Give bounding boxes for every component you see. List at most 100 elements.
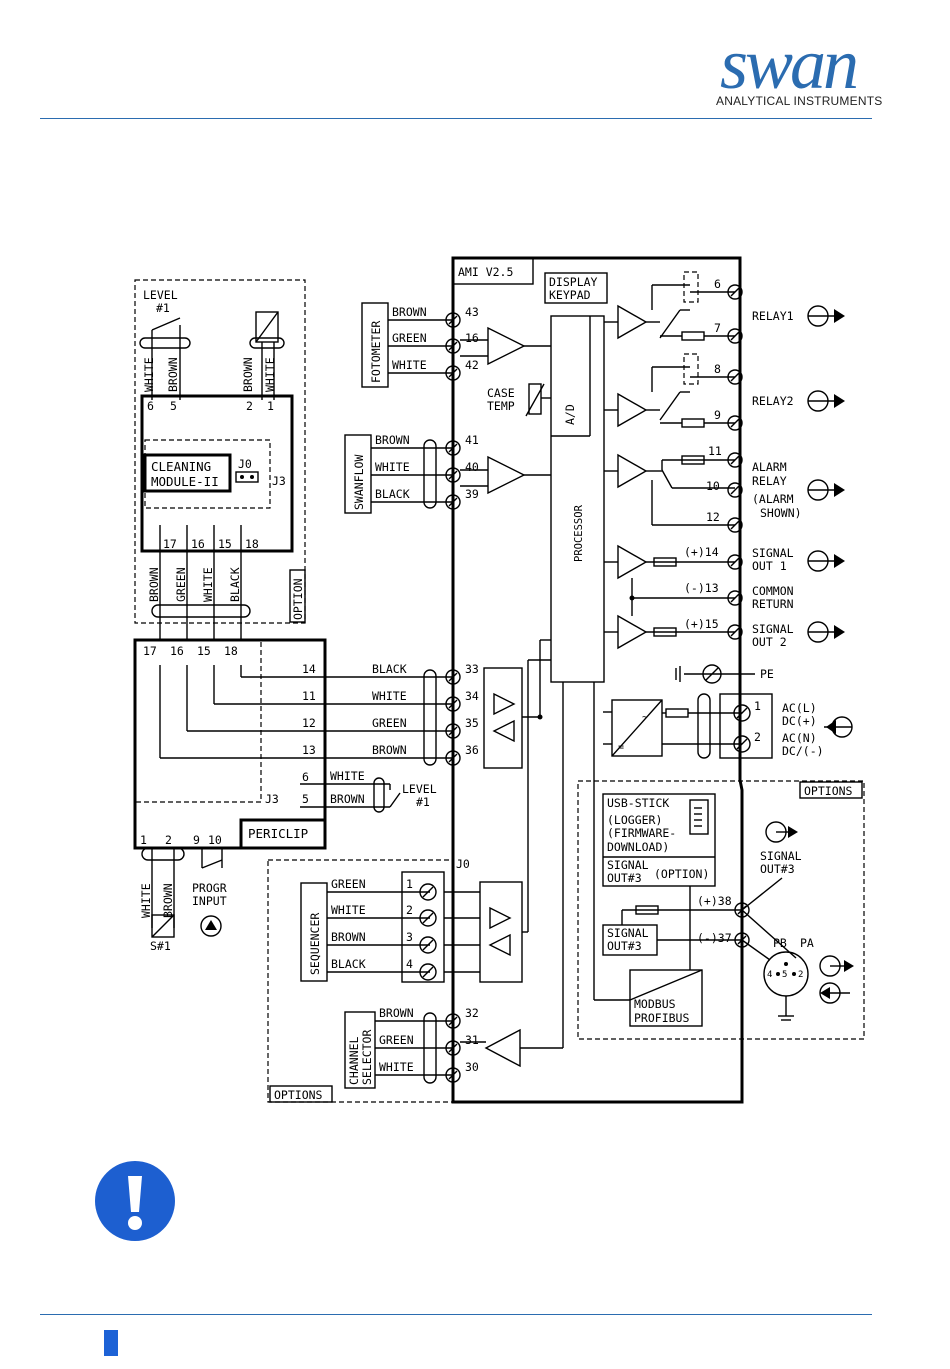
cm-white-right: WHITE (263, 357, 277, 392)
term-38: (+)38 (697, 894, 732, 908)
options-box-left (267, 859, 454, 1103)
ad-label: A/D (563, 404, 577, 425)
term-33: 33 (465, 662, 479, 676)
periclip-label: PERICLIP (248, 826, 308, 841)
acn-b: DC/(-) (782, 744, 824, 758)
so3-right-a: SIGNAL (760, 849, 802, 863)
fotometer-label: FOTOMETER (369, 321, 383, 383)
common-a: COMMON (752, 584, 794, 598)
ami-enclosure (451, 256, 744, 1104)
alarm-shown-2: SHOWN) (760, 506, 802, 520)
pc-level-brown: BROWN (330, 792, 365, 806)
term-40: 40 (465, 460, 479, 474)
acn-a: AC(N) (782, 731, 817, 745)
ami-title-box (452, 257, 534, 285)
cm-t15: 15 (218, 537, 232, 551)
pc-t16: 16 (170, 644, 184, 658)
channel-label-a: CHANNEL (347, 1036, 361, 1085)
signal-out1-b: OUT 1 (752, 559, 787, 573)
relay-label: RELAY (752, 474, 787, 488)
term-8: 8 (714, 362, 721, 376)
common-b: RETURN (752, 597, 794, 611)
flow-black: BLACK (375, 487, 410, 501)
swan-logo: swan ANALYTICAL INSTRUMENTS (712, 28, 882, 112)
signal-out2-b: OUT 2 (752, 635, 787, 649)
ch-green: GREEN (379, 1033, 414, 1047)
pe-label: PE (760, 667, 774, 681)
processor-label: PROCESSOR (573, 504, 585, 562)
seq-4: 4 (406, 957, 413, 971)
s1-label: S#1 (150, 939, 171, 953)
modbus-a: MODBUS (634, 997, 676, 1011)
term-2: 2 (754, 730, 761, 744)
relay2-label: RELAY2 (752, 394, 794, 408)
cm-t18: 18 (245, 537, 259, 551)
j3-cm-label: J3 (272, 474, 286, 488)
level-top-b: #1 (156, 301, 170, 315)
cm-brown-left: BROWN (166, 357, 180, 392)
term-39: 39 (465, 487, 479, 501)
flow-brown: BROWN (375, 433, 410, 447)
progr-a: PROGR (192, 881, 227, 895)
term-31: 31 (465, 1033, 479, 1047)
pc-t14: 14 (302, 662, 316, 676)
logo-subtitle: ANALYTICAL INSTRUMENTS (716, 94, 883, 108)
ch-brown: BROWN (379, 1006, 414, 1020)
term-16: 16 (465, 331, 479, 345)
pc-t12: 12 (302, 716, 316, 730)
display-label: DISPLAY (549, 275, 598, 289)
cm-out-white: WHITE (201, 567, 215, 602)
sequencer-label: SEQUENCER (308, 913, 322, 975)
term-37: (-)37 (697, 931, 732, 945)
pcb-9: 9 (193, 833, 200, 847)
ch-white: WHITE (379, 1060, 414, 1074)
option-box-cleaning (134, 279, 306, 624)
pin-5: 5 (782, 970, 787, 980)
pin-2: 2 (798, 970, 803, 980)
usb-b: (LOGGER) (607, 813, 662, 827)
logo-wordmark: swan (720, 24, 859, 104)
peri-green: GREEN (372, 716, 407, 730)
case-label: CASE (487, 386, 515, 400)
level-top-a: LEVEL (143, 288, 178, 302)
term-42: 42 (465, 358, 479, 372)
so3-box-b: OUT#3 (607, 939, 642, 953)
flow-white: WHITE (375, 460, 410, 474)
usb-c: (FIRMWARE- (607, 826, 676, 840)
term-14: (+)14 (684, 545, 719, 559)
pc-t13: 13 (302, 743, 316, 757)
pc-level-white: WHITE (330, 769, 365, 783)
sequencer-box (300, 882, 328, 982)
options-left-label: OPTIONS (274, 1088, 323, 1102)
ami-title: AMI V2.5 (458, 265, 513, 279)
channel-selector-box (344, 1011, 376, 1089)
pc-t5: 5 (302, 792, 309, 806)
so3-opt-a: SIGNAL (607, 858, 649, 872)
so3-right-b: OUT#3 (760, 862, 795, 876)
footer-rule (40, 1314, 872, 1315)
term-43: 43 (465, 305, 479, 319)
seq-2: 2 (406, 903, 413, 917)
seq-brown: BROWN (331, 930, 366, 944)
cleaning-label: CLEANING (151, 459, 211, 474)
periclip-label-box (239, 818, 327, 850)
page-tab-marker (104, 1330, 118, 1356)
cm-out-brown: BROWN (147, 567, 161, 602)
pb-label: PB (773, 936, 787, 950)
term-15: (+)15 (684, 617, 719, 631)
term-35: 35 (465, 716, 479, 730)
periclip-box (133, 638, 327, 850)
channel-label-b: SELECTOR (360, 1030, 374, 1085)
acl-b: DC(+) (782, 714, 817, 728)
relay1-label: RELAY1 (752, 309, 794, 323)
so3-box-a: SIGNAL (607, 926, 649, 940)
pcb-1: 1 (140, 833, 147, 847)
processor-box (550, 315, 605, 683)
pc-t11: 11 (302, 689, 316, 703)
pc-t18: 18 (224, 644, 238, 658)
level-mid-b: #1 (416, 795, 430, 809)
pcb-10: 10 (208, 833, 222, 847)
cm-t6: 6 (147, 399, 154, 413)
term-11: 11 (708, 444, 722, 458)
